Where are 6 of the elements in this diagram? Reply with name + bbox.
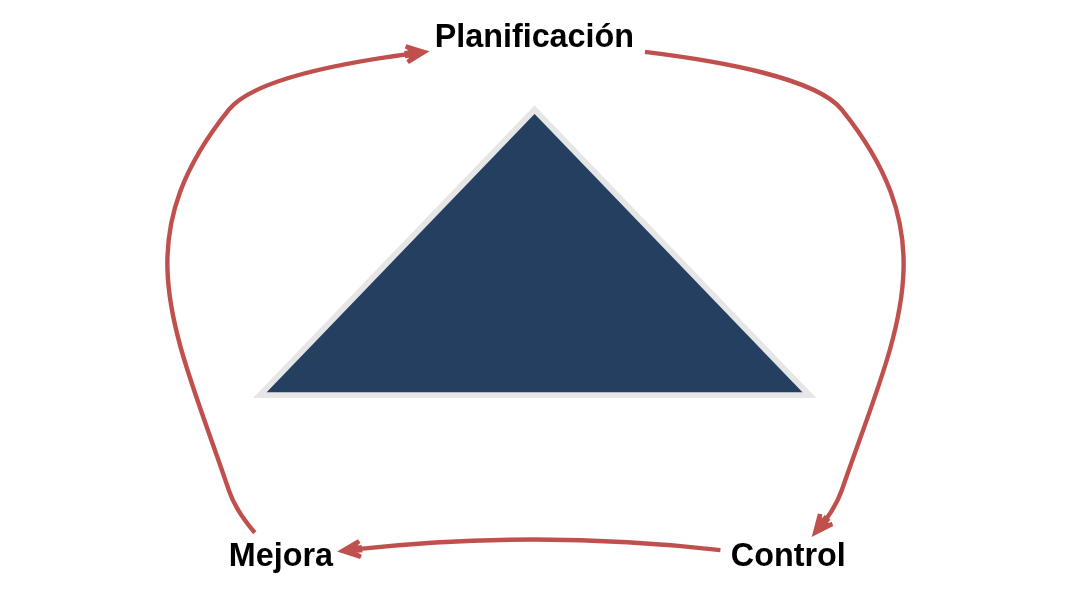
arrow [644, 49, 906, 535]
node-text: Planificación [434, 18, 634, 55]
node-text: Mejora [228, 537, 333, 574]
arrow [339, 537, 721, 560]
node-text: Control [730, 537, 846, 574]
node-triangle [252, 105, 816, 399]
